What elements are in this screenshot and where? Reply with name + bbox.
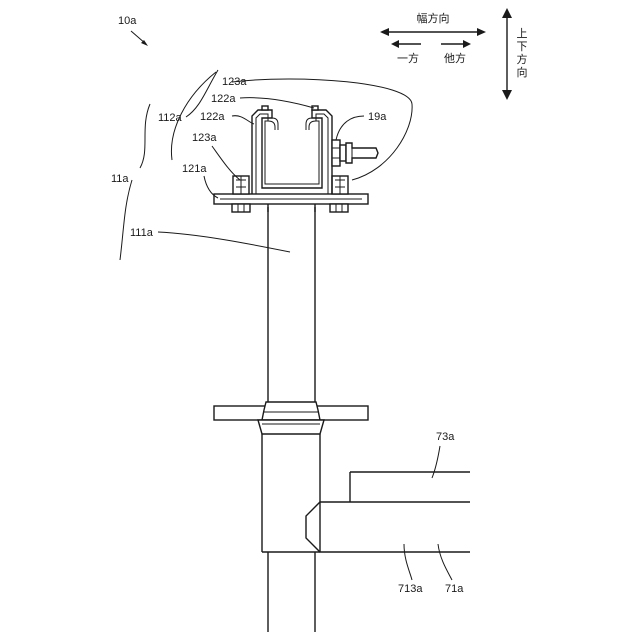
flange-lower-ring — [258, 420, 324, 434]
post-flange — [214, 402, 368, 434]
label-19a: 19a — [368, 111, 387, 123]
label-71a: 71a — [445, 583, 464, 595]
member-73a — [350, 472, 470, 502]
leader-123a-lower — [212, 146, 240, 180]
other-side-arrow-head — [463, 40, 471, 48]
vertical-char-1: 上 — [517, 27, 528, 40]
leader-71a — [438, 544, 452, 580]
fitting-washer — [340, 145, 346, 161]
flange-collar — [262, 402, 320, 420]
post-upper — [268, 207, 315, 402]
vertical-direction-indicator: 上 下 方 向 — [502, 8, 528, 100]
horizontal-beam — [306, 502, 470, 552]
bolt-right — [332, 176, 348, 194]
leader-713a — [404, 544, 412, 580]
one-side-label: 一方 — [397, 51, 419, 65]
width-arrow-right-head — [477, 28, 486, 36]
leader-19a — [336, 116, 364, 140]
bolt-left — [233, 176, 249, 194]
leader-111a — [158, 232, 290, 252]
leader-122a-upper — [240, 98, 314, 108]
label-122a-lower: 122a — [200, 111, 225, 123]
leader-122a-lower — [232, 116, 254, 124]
beam-outline — [306, 502, 470, 552]
channel-inner — [256, 114, 328, 194]
vertical-char-4: 向 — [517, 65, 528, 79]
label-111a: 111a — [130, 227, 154, 239]
label-713a: 713a — [398, 583, 423, 595]
leader-11a-brace-bottom — [120, 180, 132, 260]
c-channel-bracket — [252, 106, 332, 194]
label-73a: 73a — [436, 431, 455, 443]
label-122a-upper: 122a — [211, 93, 236, 105]
vertical-char-3: 方 — [517, 52, 528, 66]
top-nub-left — [262, 106, 268, 110]
vertical-char-2: 下 — [517, 40, 528, 53]
lower-nut-right — [330, 204, 348, 212]
width-direction-indicator: 幅方向 一方 他方 — [380, 11, 486, 65]
width-direction-label: 幅方向 — [417, 11, 450, 25]
lower-nut-left — [232, 204, 250, 212]
channel-outer — [252, 110, 332, 194]
label-123a-lower: 123a — [192, 132, 217, 144]
other-side-label: 他方 — [444, 51, 466, 65]
label-11a: 11a — [111, 173, 129, 185]
vertical-arrow-up-head — [502, 8, 512, 18]
base-plate — [214, 194, 368, 212]
width-arrow-left-head — [380, 28, 389, 36]
label-10a: 10a — [118, 15, 137, 27]
label-121a: 121a — [182, 163, 207, 175]
post-lower — [262, 434, 320, 632]
fitting-wing-bolt — [346, 143, 378, 163]
leader-11a-brace-top — [140, 104, 150, 168]
one-side-arrow-head — [391, 40, 399, 48]
fitting-nut — [332, 140, 340, 166]
side-fitting — [332, 140, 378, 166]
label-123a-upper: 123a — [222, 76, 247, 88]
leader-73a — [432, 446, 440, 478]
vertical-arrow-down-head — [502, 90, 512, 100]
